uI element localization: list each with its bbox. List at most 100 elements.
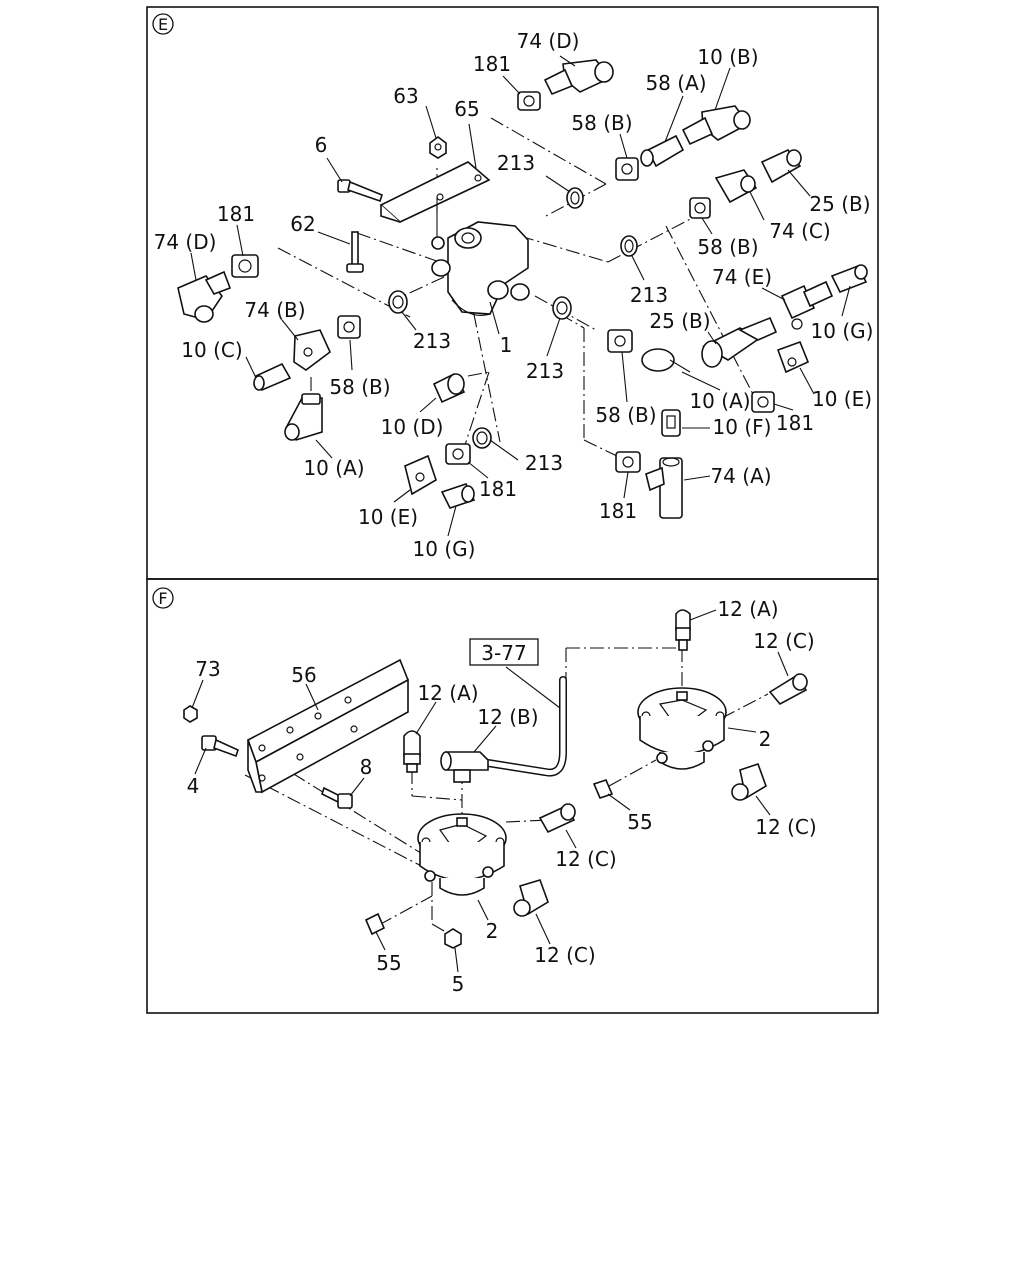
fitting-181-right xyxy=(751,391,775,413)
fitting-10f xyxy=(661,409,681,437)
fitting-10c xyxy=(253,362,292,392)
label-213-low: 213 xyxy=(526,359,564,383)
label-2-left: 2 xyxy=(486,919,499,943)
label-58b-left: 58 (B) xyxy=(329,375,390,399)
fitting-181-bottom-right xyxy=(615,451,641,473)
label-12a-mid: 12 (A) xyxy=(417,681,478,705)
fitting-74c xyxy=(714,169,758,204)
fitting-10d xyxy=(432,372,466,404)
label-1: 1 xyxy=(500,333,513,357)
label-213-left: 213 xyxy=(413,329,451,353)
label-12b: 12 (B) xyxy=(477,705,538,729)
section-e-leaders xyxy=(190,55,851,537)
nut-73 xyxy=(183,705,198,723)
ring-213-left xyxy=(388,290,408,314)
label-10d: 10 (D) xyxy=(381,415,444,439)
section-f-labels: 12 (A) 12 (C) 73 56 12 (A) 12 (B) 2 4 8 … xyxy=(187,597,817,996)
label-213-mid: 213 xyxy=(630,283,668,307)
label-10e-right: 10 (E) xyxy=(812,387,872,411)
label-74d-left: 74 (D) xyxy=(154,230,217,254)
air-tube xyxy=(484,666,567,777)
ring-213-low xyxy=(552,296,572,320)
fitting-25b-mid xyxy=(701,316,778,368)
plug-55-left xyxy=(364,912,386,936)
label-213-top: 213 xyxy=(497,151,535,175)
label-10g-right: 10 (G) xyxy=(811,319,874,343)
fitting-181-bottom xyxy=(445,443,471,465)
bolt-8 xyxy=(321,786,353,809)
label-25b-mid: 25 (B) xyxy=(649,309,710,333)
fitting-74d-left xyxy=(177,270,232,323)
fitting-74a xyxy=(645,457,683,519)
label-8: 8 xyxy=(360,755,373,779)
label-56: 56 xyxy=(291,663,316,687)
fitting-12b-tee xyxy=(440,751,489,783)
fitting-12c-mid xyxy=(538,803,576,834)
label-74b: 74 (B) xyxy=(244,298,305,322)
fitting-74d-top xyxy=(543,59,614,96)
section-e-letter: E xyxy=(158,15,168,34)
label-12c-right: 12 (C) xyxy=(755,815,816,839)
fitting-58b-low xyxy=(607,329,633,353)
label-25b-top: 25 (B) xyxy=(809,192,870,216)
label-181-bottom-right: 181 xyxy=(599,499,637,523)
section-f-leaders xyxy=(191,609,789,973)
section-f-letter: F xyxy=(158,589,167,608)
label-12c-bottom: 12 (C) xyxy=(534,943,595,967)
fitting-74e-right xyxy=(780,280,834,330)
label-213-bottom: 213 xyxy=(525,451,563,475)
section-e-parts xyxy=(177,59,868,519)
label-5: 5 xyxy=(452,972,465,996)
fitting-12a-top xyxy=(675,609,691,651)
nut-5 xyxy=(444,928,462,949)
fitting-12c-bottom xyxy=(513,879,549,917)
label-65: 65 xyxy=(454,97,479,121)
fitting-12c-right xyxy=(731,762,767,801)
fitting-58b-right xyxy=(689,197,711,219)
ring-213-mid xyxy=(620,235,638,257)
fitting-12c-top xyxy=(768,673,808,706)
fitting-58b-left xyxy=(337,315,361,339)
bolt-62 xyxy=(346,231,364,273)
label-58b-top: 58 (B) xyxy=(571,111,632,135)
label-74d-top: 74 (D) xyxy=(517,29,580,53)
label-10b: 10 (B) xyxy=(697,45,758,69)
section-e-labels: 74 (D) 181 10 (B) 58 (A) 63 65 58 (B) 6 … xyxy=(154,29,874,561)
fitting-10e-left xyxy=(404,454,437,496)
fitting-74b xyxy=(293,329,331,371)
label-58b-low: 58 (B) xyxy=(595,403,656,427)
label-58b-right: 58 (B) xyxy=(697,235,758,259)
section-e-marker: E xyxy=(152,13,174,35)
relay-valve-2-right xyxy=(637,687,727,770)
fitting-10a-right xyxy=(641,348,691,373)
label-12a-top: 12 (A) xyxy=(717,597,778,621)
label-6: 6 xyxy=(315,133,328,157)
bolt-6 xyxy=(337,179,383,203)
plug-55-right xyxy=(592,779,614,799)
fitting-58b-top xyxy=(615,157,639,181)
label-74c: 74 (C) xyxy=(769,219,830,243)
label-4: 4 xyxy=(187,774,200,798)
label-181-left: 181 xyxy=(217,202,255,226)
section-f-marker: F xyxy=(152,587,174,609)
bracket-56 xyxy=(247,658,410,794)
label-74a: 74 (A) xyxy=(710,464,771,488)
label-74e-right: 74 (E) xyxy=(712,265,772,289)
label-12c-top: 12 (C) xyxy=(753,629,814,653)
label-10g-left: 10 (G) xyxy=(413,537,476,561)
ring-213-top xyxy=(566,187,584,209)
fitting-58a xyxy=(640,134,685,168)
fitting-181-top xyxy=(517,91,541,111)
bolt-4 xyxy=(201,735,239,758)
label-2-right: 2 xyxy=(759,727,772,751)
fitting-25b-top xyxy=(760,149,802,184)
label-181-right: 181 xyxy=(776,411,814,435)
label-10c: 10 (C) xyxy=(181,338,242,362)
fitting-10g-left xyxy=(440,483,476,509)
label-10a-right: 10 (A) xyxy=(689,389,750,413)
label-12c-mid: 12 (C) xyxy=(555,847,616,871)
label-10e-left: 10 (E) xyxy=(358,505,418,529)
reference-box: 3-77 xyxy=(469,638,539,666)
label-58a: 58 (A) xyxy=(645,71,706,95)
ring-213-bottom xyxy=(472,427,492,449)
